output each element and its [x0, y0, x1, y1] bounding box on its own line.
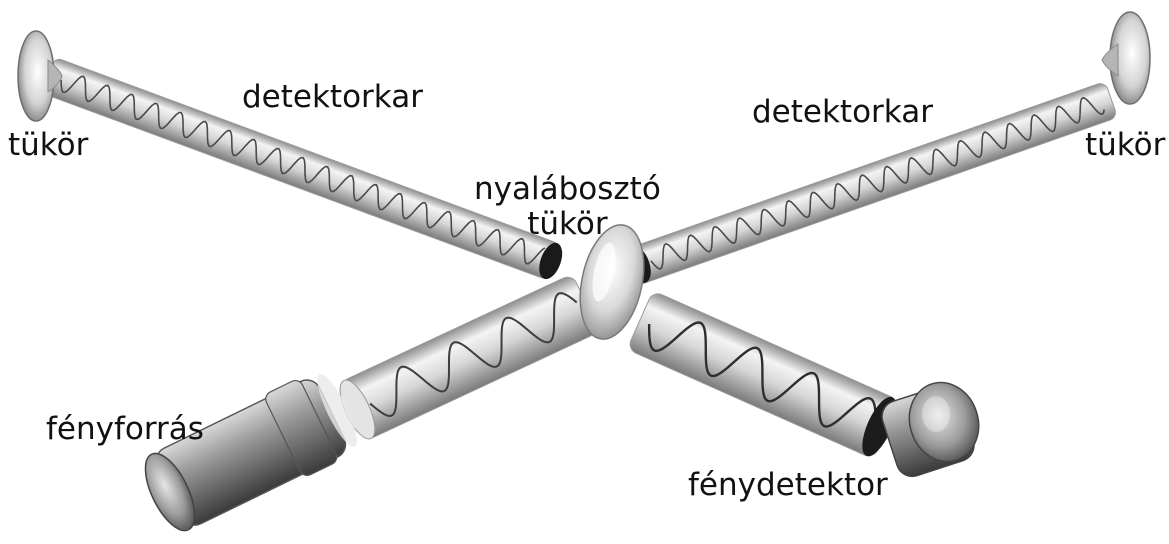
source-tube [333, 274, 599, 444]
label-right-mirror: tükör [1085, 128, 1165, 162]
right-mirror [1102, 12, 1150, 104]
label-beam-splitter-line1: nyalábosztó [474, 172, 661, 207]
label-left-detector-arm: detektorkar [242, 80, 423, 114]
label-beam-splitter: nyalábosztó tükör [474, 172, 661, 241]
source-light-wave [362, 288, 587, 421]
label-right-detector-arm: detektorkar [752, 95, 933, 129]
photodetector-device [878, 373, 989, 480]
label-photodetector: fénydetektor [688, 468, 888, 502]
label-light-source: fényforrás [46, 412, 204, 446]
left-mirror [18, 31, 62, 121]
light-source [134, 365, 367, 542]
label-beam-splitter-line2: tükör [474, 207, 661, 242]
detector-tube [627, 291, 903, 461]
label-left-mirror: tükör [8, 128, 88, 162]
